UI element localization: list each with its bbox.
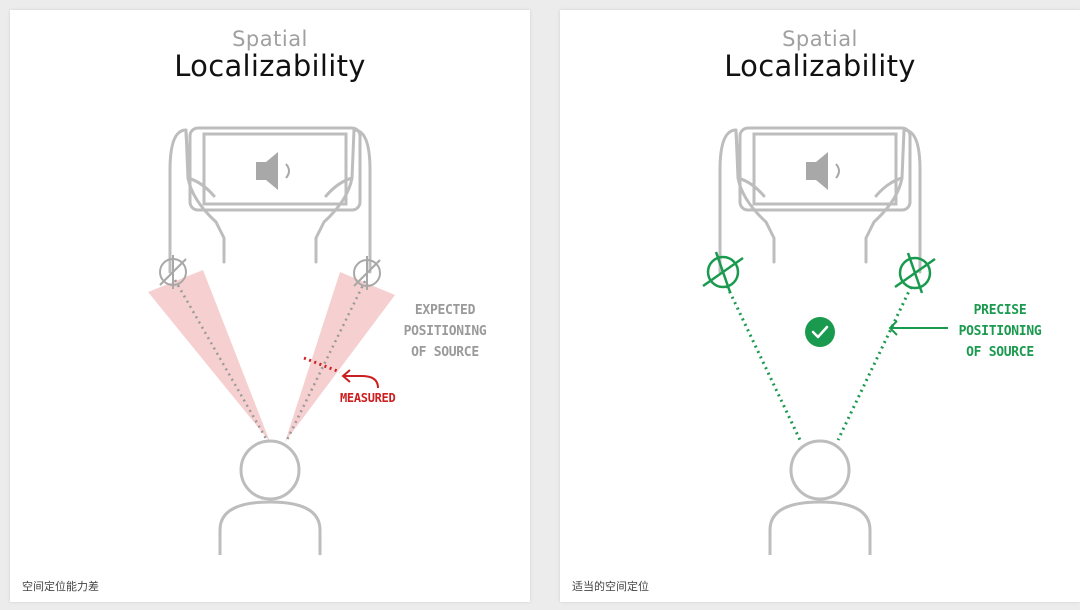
- panel-poor-localization: Spatial Localizability: [10, 10, 530, 602]
- measured-line: [303, 356, 341, 374]
- check-circle-icon: [805, 317, 835, 347]
- right-cone: [285, 272, 395, 442]
- person-icon: [768, 439, 872, 555]
- speaker-icon: [806, 152, 840, 190]
- expected-positioning-label: EXPECTED POSITIONING OF SOURCE: [403, 303, 487, 360]
- diagram-good: [702, 126, 948, 555]
- expected-line-left: [173, 279, 270, 443]
- precise-line-left: [725, 285, 802, 441]
- page-title: Localizability: [724, 49, 916, 83]
- precise-positioning-label: PRECISE POSITIONING OF SOURCE: [958, 303, 1042, 360]
- hand-icon: [168, 128, 372, 274]
- subtitle: Spatial: [232, 27, 308, 51]
- left-cone: [148, 270, 270, 442]
- person-icon: [218, 439, 322, 555]
- speaker-icon: [256, 152, 290, 190]
- diagram-poor: [148, 126, 395, 555]
- page-title: Localizability: [174, 49, 366, 83]
- title-block: Spatial Localizability: [10, 28, 530, 82]
- subtitle: Spatial: [782, 27, 858, 51]
- phone-icon: [188, 126, 362, 212]
- measured-label: MEASURED: [340, 391, 396, 405]
- phone-icon: [738, 126, 912, 212]
- crosshair-icon: [353, 256, 381, 290]
- crosshair-icon: [159, 255, 187, 289]
- title-block: Spatial Localizability: [560, 28, 1080, 82]
- crosshair-icon: [894, 252, 936, 294]
- precise-line-right: [836, 286, 913, 441]
- panel-good-localization: Spatial Localizability: [560, 10, 1080, 602]
- caption: 空间定位能力差: [22, 580, 99, 593]
- caption: 适当的空间定位: [572, 580, 649, 593]
- arrow-icon: [341, 369, 379, 389]
- crosshair-icon: [702, 251, 744, 293]
- hand-icon: [718, 128, 922, 274]
- arrow-icon: [888, 320, 948, 336]
